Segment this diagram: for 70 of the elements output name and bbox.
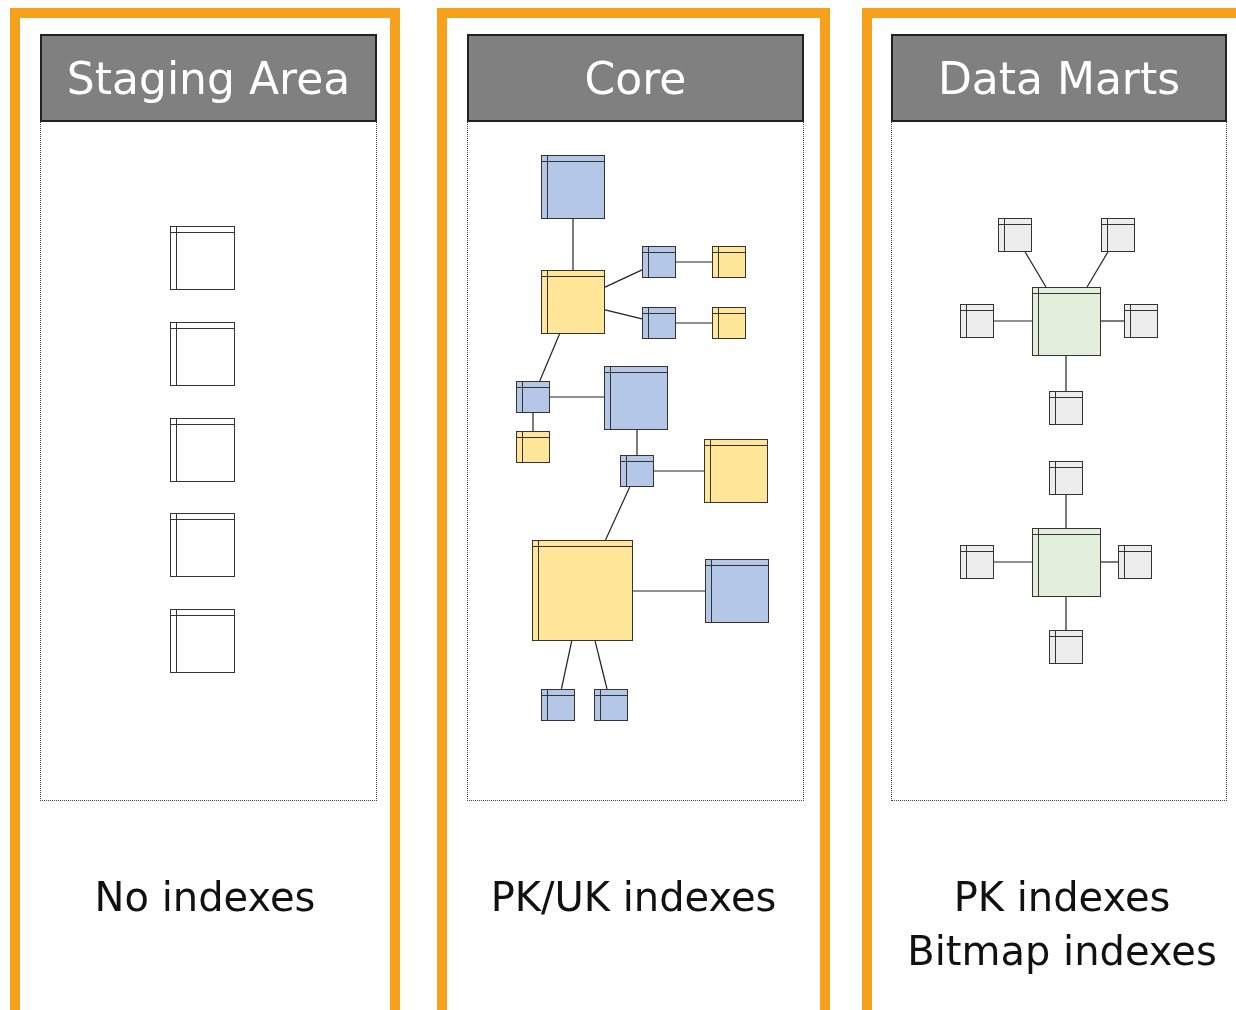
connector-line xyxy=(1024,251,1047,288)
table-icon xyxy=(515,381,550,413)
header-bar xyxy=(467,34,804,122)
connector-line xyxy=(594,640,608,690)
table-icon xyxy=(1048,630,1083,664)
header-title: Core xyxy=(584,52,687,104)
table-icon xyxy=(515,431,550,463)
dotted-area xyxy=(891,121,1227,801)
connector-line xyxy=(532,412,534,432)
connector-line xyxy=(993,561,1033,563)
connector-line xyxy=(604,269,643,288)
table-icon xyxy=(619,455,654,487)
table-icon xyxy=(641,246,676,278)
panel xyxy=(10,8,400,1010)
table-icon xyxy=(169,226,235,290)
table-icon xyxy=(540,155,605,219)
table-icon xyxy=(704,559,769,623)
connector-line xyxy=(560,640,573,690)
connector-line xyxy=(604,486,631,541)
table-icon xyxy=(711,246,746,278)
table-icon xyxy=(1117,545,1152,579)
table-icon xyxy=(540,270,605,334)
header-title: Staging Area xyxy=(66,52,351,104)
panel xyxy=(862,8,1236,1010)
connector-line xyxy=(632,590,706,592)
connector-line xyxy=(636,429,638,456)
connector-line xyxy=(653,470,705,472)
table-icon xyxy=(169,322,235,386)
table-icon xyxy=(1048,461,1083,495)
connector-line xyxy=(549,396,605,398)
table-icon xyxy=(959,304,994,338)
panel-text: No indexes xyxy=(93,873,317,922)
table-icon xyxy=(1031,528,1101,597)
connector-line xyxy=(1065,355,1067,392)
table-icon xyxy=(711,307,746,339)
connector-line xyxy=(572,218,574,271)
header-title: Data Marts xyxy=(937,52,1181,104)
table-icon xyxy=(603,366,668,430)
connector-line xyxy=(675,261,713,263)
panel-text: PK/UK indexes xyxy=(489,873,778,922)
connector-line xyxy=(1065,596,1067,631)
table-icon xyxy=(593,689,628,721)
table-icon xyxy=(703,439,768,503)
connector-line xyxy=(539,333,561,382)
connector-line xyxy=(1086,251,1109,288)
table-icon xyxy=(959,545,994,579)
table-icon xyxy=(169,418,235,482)
header-bar xyxy=(891,34,1227,122)
table-icon xyxy=(169,513,235,577)
connector-line xyxy=(1100,320,1125,322)
connector-line xyxy=(675,322,713,324)
panel xyxy=(437,8,830,1010)
table-icon xyxy=(531,540,633,641)
table-icon xyxy=(997,218,1032,252)
panel-text: PK indexes xyxy=(952,873,1172,922)
connector-line xyxy=(993,320,1033,322)
header-bar xyxy=(40,34,377,122)
connector-line xyxy=(1065,494,1067,529)
panel-text: Bitmap indexes xyxy=(906,927,1218,976)
connector-line xyxy=(604,309,643,320)
table-icon xyxy=(1100,218,1135,252)
table-icon xyxy=(169,609,235,673)
dotted-area xyxy=(40,121,377,801)
table-icon xyxy=(1031,287,1101,356)
table-icon xyxy=(641,307,676,339)
dotted-area xyxy=(467,121,804,801)
table-icon xyxy=(1123,304,1158,338)
table-icon xyxy=(1048,391,1083,425)
table-icon xyxy=(540,689,575,721)
connector-line xyxy=(1100,561,1119,563)
